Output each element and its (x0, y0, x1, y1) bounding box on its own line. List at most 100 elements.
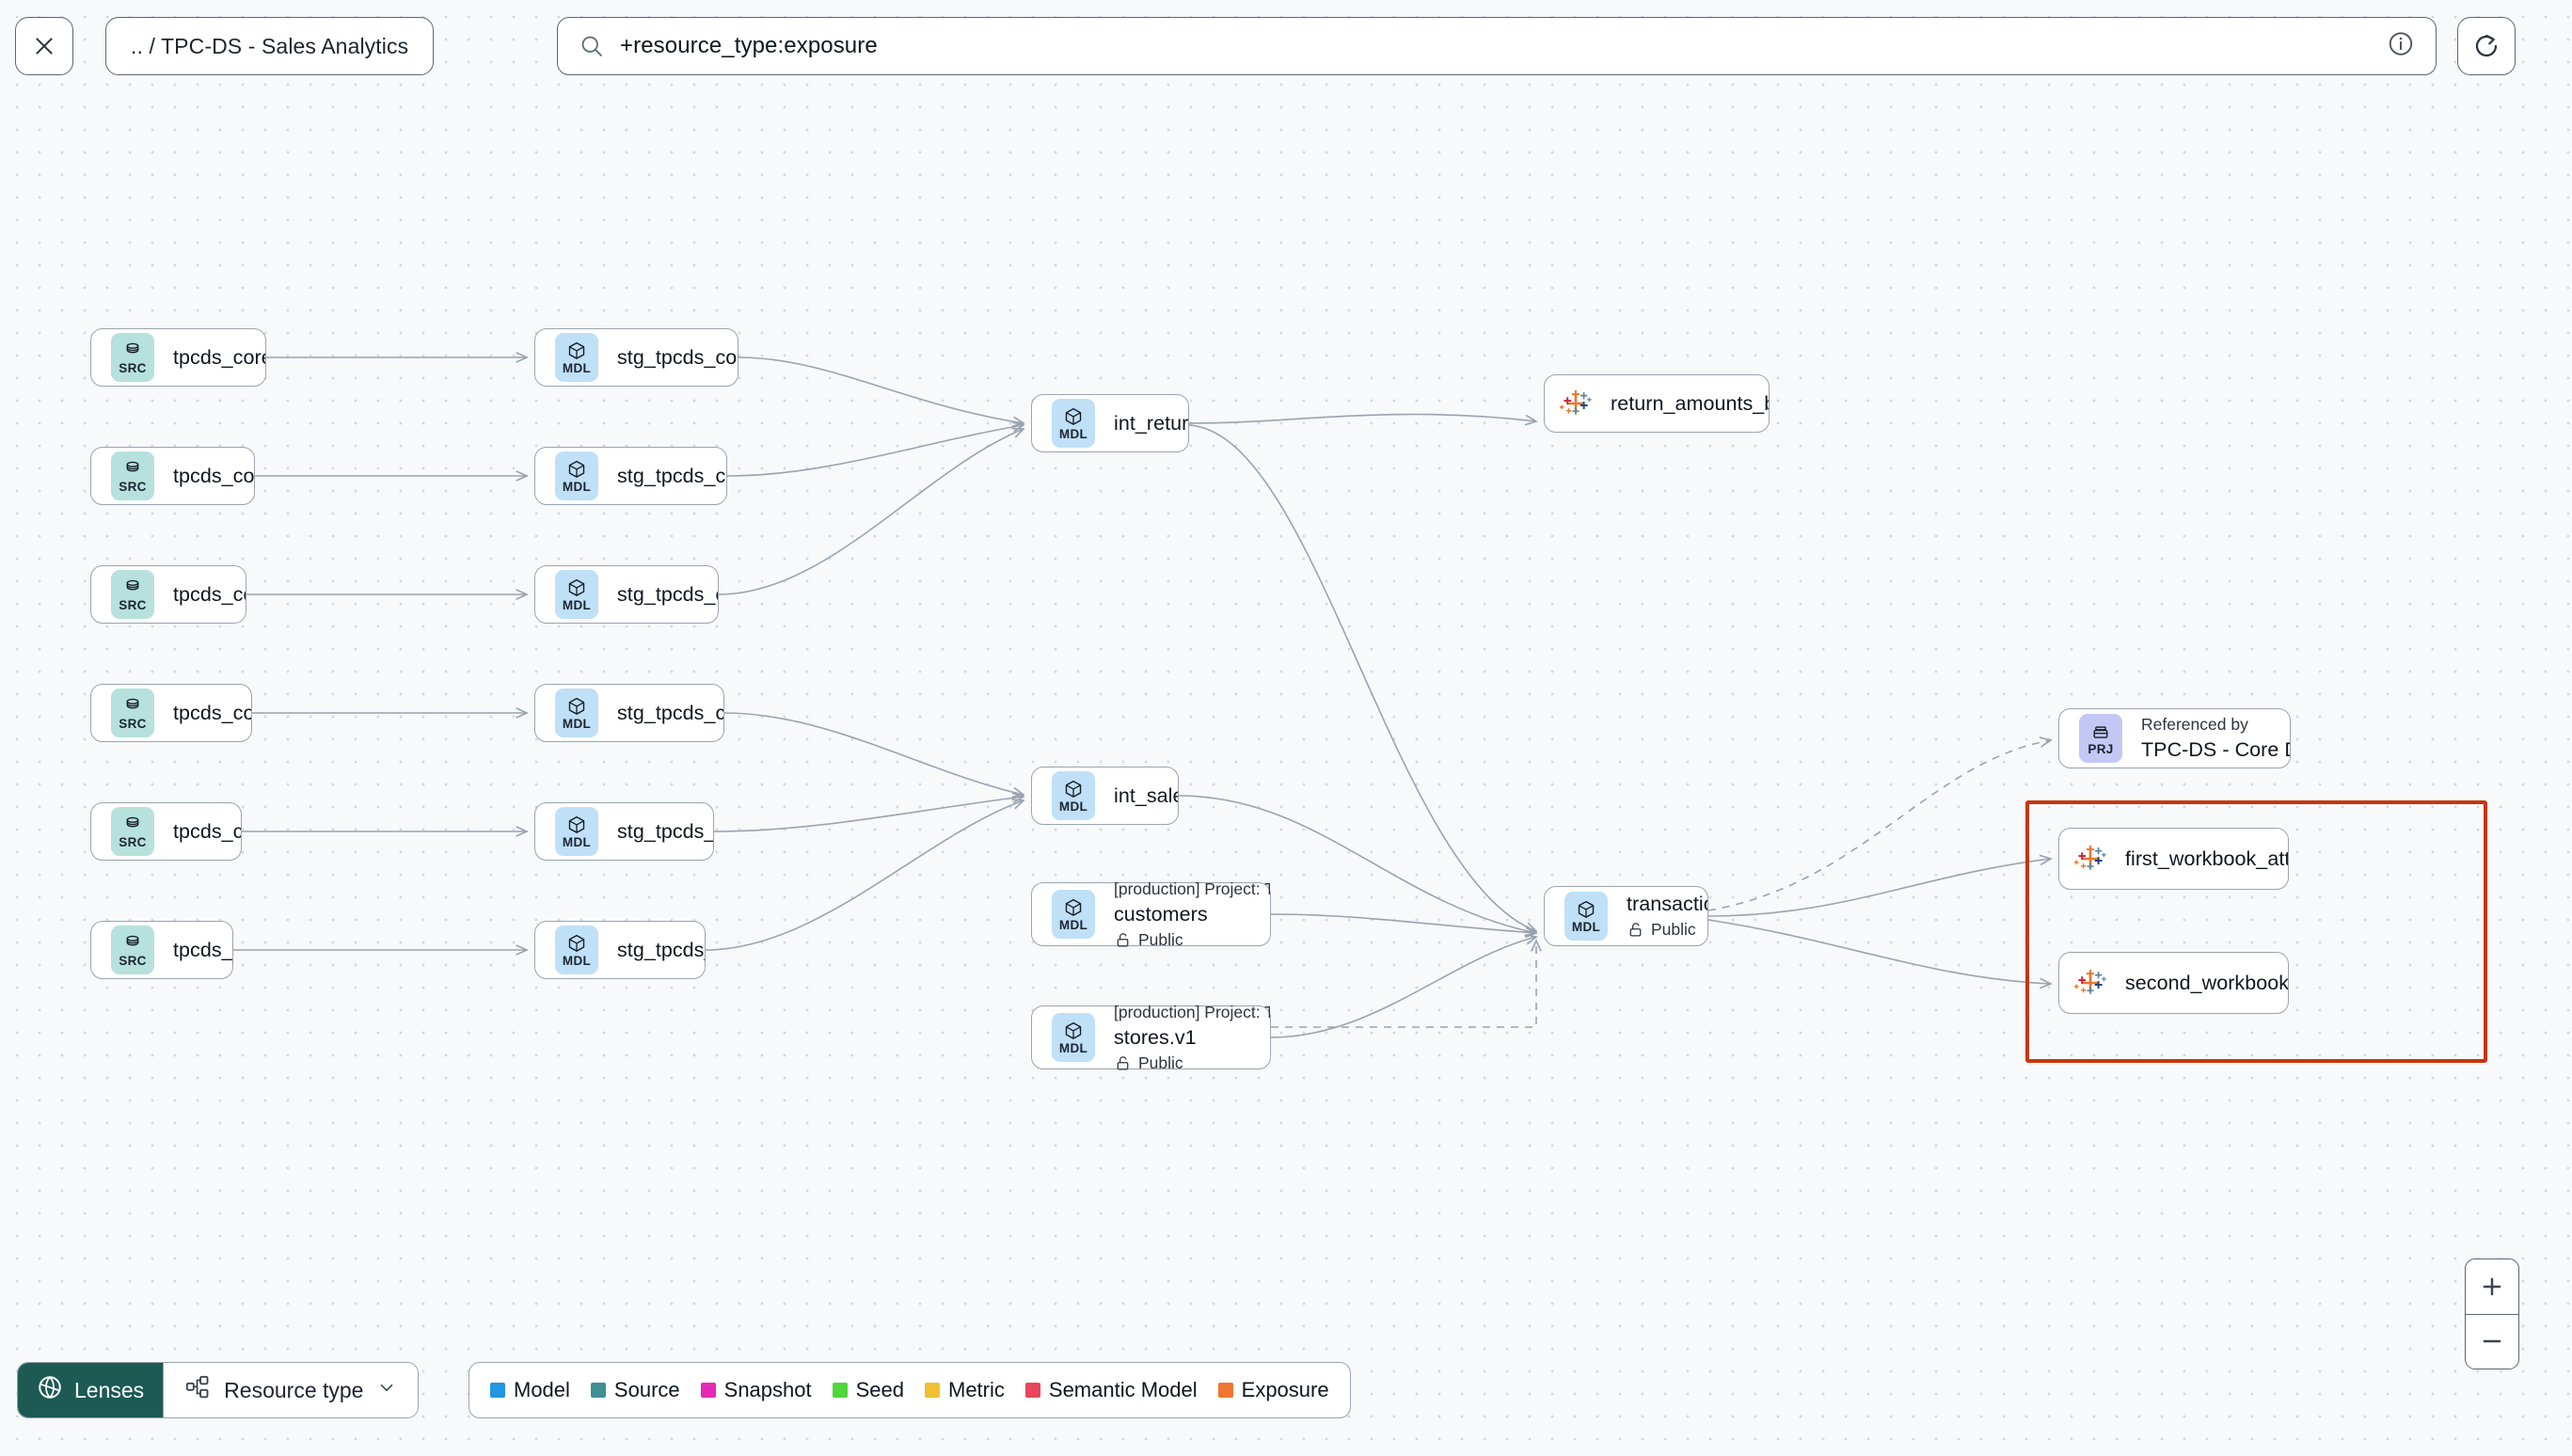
cube-icon (566, 340, 587, 361)
cube-icon (1063, 406, 1084, 427)
graph-node-mdl-stg-web-sales[interactable]: MDL stg_tpcds_core__web_sales (534, 921, 706, 979)
badge-label: SRC (119, 834, 147, 849)
tableau-icon (2073, 967, 2106, 999)
node-title: stg_tpcds_core__catalog_sales (617, 701, 723, 724)
legend-item-semantic-model[interactable]: Semantic Model (1024, 1378, 1198, 1402)
node-text: stg_tpcds_core__web_sales (617, 939, 705, 962)
cube-icon (566, 696, 587, 717)
node-text: tpcds_core.web_returns (173, 583, 246, 607)
chevron-down-icon (376, 1377, 397, 1403)
mdl-badge: MDL (555, 926, 598, 974)
node-text: tpcds_core.web_sales (173, 939, 232, 962)
legend-item-exposure[interactable]: Exposure (1217, 1378, 1329, 1402)
src-badge: SRC (111, 570, 154, 619)
node-title: tpcds_core.catalog_returns (173, 345, 265, 369)
database-icon (122, 696, 143, 717)
mdl-badge: MDL (555, 688, 598, 737)
node-visibility-label: Public (1138, 929, 1183, 949)
legend-swatch (590, 1383, 606, 1398)
info-icon[interactable] (2387, 30, 2415, 63)
node-visibility: Public (1114, 1053, 1270, 1073)
node-text: stg_tpcds_core__store_sales (617, 820, 713, 844)
node-subtitle: Referenced by (2141, 715, 2248, 734)
node-visibility: Public (1627, 920, 1707, 940)
lock-icon (1627, 921, 1644, 939)
lens-icon (37, 1374, 63, 1406)
legend-item-model[interactable]: Model (490, 1378, 570, 1402)
graph-node-exp-return-amounts[interactable]: return_amounts_by_transaction_type (1544, 374, 1770, 433)
node-text: stg_tpcds_core__web_returns (617, 583, 718, 607)
node-title: stg_tpcds_core__store_sales (617, 819, 713, 843)
graph-node-mdl-transactions[interactable]: MDLtransactionsPublic (1544, 886, 1708, 946)
close-button[interactable] (15, 17, 73, 75)
node-title: tpcds_core.web_returns (173, 582, 246, 606)
database-icon (122, 933, 143, 954)
graph-node-mdl-stg-web-returns[interactable]: MDL stg_tpcds_core__web_returns (534, 565, 719, 624)
badge-label: SRC (119, 479, 147, 494)
node-title: second_workbook_connected_to_live… (2125, 971, 2288, 994)
prj-badge: PRJ (2079, 714, 2122, 763)
node-title: stg_tpcds_core__catalog_returns (617, 345, 738, 369)
graph-node-src-catalog-returns[interactable]: SRC tpcds_core.catalog_returns (90, 328, 266, 387)
mdl-badge: MDL (555, 570, 598, 619)
node-title: stg_tpcds_core__store_returns (617, 464, 726, 487)
badge-label: MDL (562, 716, 592, 731)
plus-icon (2483, 1277, 2501, 1296)
graph-node-mdl-customers[interactable]: MDL[production] Project: TPC-DS - Core D… (1031, 879, 1271, 949)
zoom-in-button[interactable] (2466, 1259, 2518, 1315)
graph-node-mdl-stg-catalog-sales[interactable]: MDL stg_tpcds_core__catalog_sales (534, 684, 724, 742)
node-text: [production] Project: TPC-DS - Core Data… (1114, 1003, 1270, 1073)
lenses-button[interactable]: Lenses (18, 1363, 164, 1417)
lock-icon (1114, 931, 1132, 949)
node-title: transactions (1627, 893, 1707, 915)
graph-node-src-web-returns[interactable]: SRC tpcds_core.web_returns (90, 565, 246, 624)
search-query-text: +resource_type:exposure (620, 33, 878, 58)
resource-type-legend: Model Source Snapshot Seed Metric Semantic Mo… (468, 1362, 1351, 1418)
graph-node-src-store-sales[interactable]: SRC tpcds_core.store_sales (90, 802, 242, 861)
resource-type-label: Resource type (224, 1377, 364, 1402)
close-icon (36, 38, 53, 55)
tableau-icon (1559, 388, 1592, 419)
node-text: return_amounts_by_transaction_type (1611, 392, 1769, 416)
badge-label: MDL (562, 953, 592, 968)
node-text: tpcds_core.catalog_sales (173, 702, 251, 725)
node-visibility-label: Public (1138, 1052, 1183, 1072)
graph-node-exp-first-workbook[interactable]: first_workbook_attached_to_tpc-ds_-_… (2058, 828, 2289, 890)
node-text: transactionsPublic (1627, 893, 1707, 940)
src-badge: SRC (111, 333, 154, 382)
legend-label: Semantic Model (1048, 1378, 1198, 1401)
legend-item-metric[interactable]: Metric (925, 1378, 1005, 1402)
graph-node-exp-second-workbook[interactable]: second_workbook_connected_to_live… (2058, 952, 2289, 1014)
src-badge: SRC (111, 807, 154, 856)
refresh-button[interactable] (2457, 17, 2516, 75)
node-text: tpcds_core.store_sales (173, 820, 241, 844)
legend-swatch (1217, 1383, 1233, 1398)
archive-icon (2090, 721, 2111, 742)
lock-icon (1114, 1054, 1132, 1072)
refresh-icon (2475, 34, 2498, 57)
search-input[interactable]: +resource_type:exposure (557, 17, 2437, 75)
legend-item-seed[interactable]: Seed (832, 1378, 904, 1402)
breadcrumb[interactable]: .. / TPC-DS - Sales Analytics (105, 17, 435, 75)
legend-item-snapshot[interactable]: Snapshot (700, 1378, 812, 1402)
node-text: second_workbook_connected_to_live… (2125, 972, 2288, 995)
resource-type-dropdown[interactable]: Resource type (163, 1363, 419, 1417)
legend-item-source[interactable]: Source (590, 1378, 680, 1402)
node-text: int_returns__unioned (1114, 412, 1188, 435)
badge-label: MDL (562, 597, 592, 612)
zoom-out-button[interactable] (2466, 1315, 2518, 1369)
graph-node-mdl-stores-v1[interactable]: MDL[production] Project: TPC-DS - Core D… (1031, 1003, 1271, 1072)
database-icon (122, 459, 143, 480)
badge-label: MDL (1058, 917, 1088, 932)
node-title: return_amounts_by_transaction_type (1611, 391, 1769, 415)
